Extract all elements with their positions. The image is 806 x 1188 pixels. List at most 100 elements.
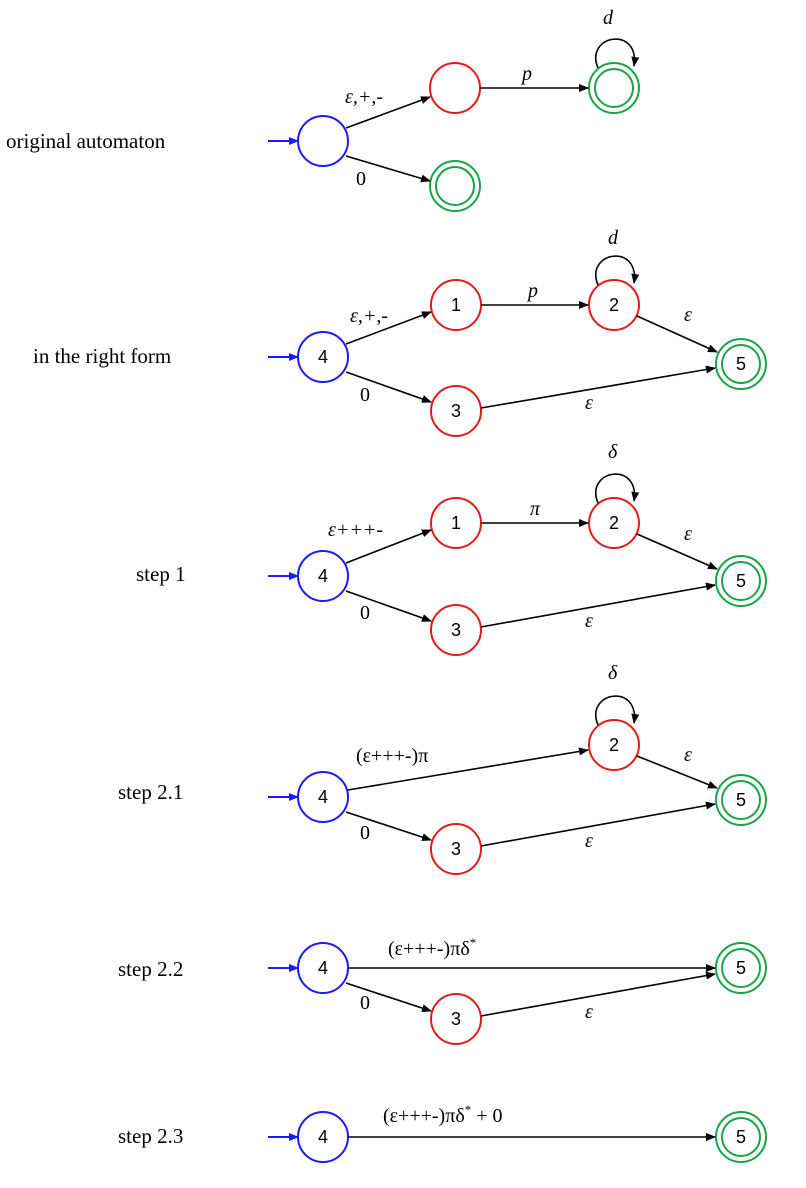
state-5-label: 5 (736, 1127, 746, 1147)
middle-state (429, 62, 481, 114)
edge-2-5 (636, 755, 718, 789)
state-5-outer (715, 555, 767, 607)
accept-state-inner (594, 68, 634, 108)
edge-start-to-middle (345, 96, 431, 129)
state-4 (297, 771, 349, 823)
accept-state-zero-outer (429, 160, 481, 212)
edge-4-3 (345, 590, 432, 622)
self-loop-2 (595, 695, 640, 726)
state-3 (430, 993, 482, 1045)
state-4-label: 4 (318, 787, 328, 807)
edge-4-1 (345, 311, 432, 345)
edge-label-1-2: π (530, 498, 541, 520)
state-5-outer (715, 338, 767, 390)
edge-3-5 (480, 801, 716, 847)
edge-4-3 (345, 982, 432, 1012)
state-4-label: 4 (318, 347, 328, 367)
state-4-label: 4 (318, 1127, 328, 1147)
state-3-label: 3 (451, 620, 461, 640)
state-4 (297, 550, 349, 602)
state-3-label: 3 (451, 401, 461, 421)
edge-label-start-to-middle: ε,+,- (345, 86, 383, 108)
state-5-outer (715, 774, 767, 826)
state-3 (430, 823, 482, 875)
row-step-2-2: step 2.2 4 3 5 (ε+++-)πδ* 0 ε (118, 935, 767, 1045)
state-2-label: 2 (609, 735, 619, 755)
edge-start-to-zero (345, 155, 431, 183)
accept-state-zero-inner (435, 166, 475, 206)
edge-label-1-2: p (526, 280, 538, 302)
state-5-outer (715, 942, 767, 994)
row-label: step 2.1 (118, 780, 183, 804)
edge-label-2-5: ε (684, 744, 692, 766)
state-5-label: 5 (736, 958, 746, 978)
state-4-label: 4 (318, 958, 328, 978)
edge-label-4-5: (ε+++-)πδ* (388, 935, 476, 960)
edge-label-4-3: 0 (360, 992, 370, 1014)
state-5-label: 5 (736, 354, 746, 374)
state-5-inner (721, 948, 761, 988)
state-5-outer (715, 1111, 767, 1163)
edge-3-5 (480, 582, 716, 628)
state-5-label: 5 (736, 790, 746, 810)
edge-label-loop-2: δ (608, 662, 618, 684)
edge-label-3-5: ε (585, 610, 593, 632)
self-loop (595, 38, 640, 69)
edge-4-3 (345, 811, 432, 841)
edge-2-5 (636, 533, 718, 570)
state-3-label: 3 (451, 1009, 461, 1029)
edge-label-p: p (520, 63, 532, 85)
row-label: in the right form (33, 344, 171, 368)
edge-4-1 (345, 529, 432, 564)
edge-4-3 (345, 371, 432, 403)
edge-label-4-3: 0 (360, 384, 370, 406)
state-2 (588, 497, 640, 549)
state-3 (430, 604, 482, 656)
self-loop-2 (595, 473, 640, 504)
edge-label-2-5: ε (684, 523, 692, 545)
edge-label-4-1: ε,+,- (350, 305, 388, 327)
state-2-label: 2 (609, 513, 619, 533)
edge-label-4-1: ε+++- (328, 519, 383, 541)
self-loop-2 (595, 255, 640, 286)
row-label: step 2.3 (118, 1124, 183, 1148)
edge-2-5 (636, 315, 718, 353)
row-step-1: step 1 4 1 2 3 5 ε+++- π δ ε 0 ε (136, 441, 767, 656)
state-3-label: 3 (451, 839, 461, 859)
edge-4-2 (347, 747, 589, 791)
state-5-inner (721, 1117, 761, 1157)
row-label: step 1 (136, 562, 186, 586)
edge-label-3-5: ε (585, 1001, 593, 1023)
edge-label-4-3: 0 (360, 822, 370, 844)
state-5-inner (721, 561, 761, 601)
edge-label-3-5: ε (585, 830, 593, 852)
edge-label-4-3: 0 (360, 602, 370, 624)
state-2 (588, 719, 640, 771)
state-1-label: 1 (451, 513, 461, 533)
row-right-form: in the right form 4 1 2 3 5 ε,+,- p d ε … (33, 227, 767, 437)
state-3 (430, 385, 482, 437)
state-2 (588, 279, 640, 331)
row-step-2-1: step 2.1 4 2 3 5 (ε+++-)π δ ε 0 ε (118, 662, 767, 875)
state-5-inner (721, 780, 761, 820)
edge-label-3-5: ε (585, 392, 593, 414)
row-step-2-3: step 2.3 4 5 (ε+++-)πδ* + 0 (118, 1102, 767, 1163)
row-label: step 2.2 (118, 957, 183, 981)
edge-label-4-5: (ε+++-)πδ* + 0 (383, 1102, 503, 1127)
state-2-label: 2 (609, 295, 619, 315)
state-1-label: 1 (451, 295, 461, 315)
edge-label-4-2: (ε+++-)π (356, 745, 428, 767)
edge-label-loop-2: δ (608, 441, 618, 463)
edge-3-5 (480, 365, 716, 409)
row-original-automaton: original automaton ε,+,- 0 p d (6, 7, 640, 212)
edge-3-5 (480, 971, 716, 1017)
edge-label-2-5: ε (684, 304, 692, 326)
accept-state-outer (588, 62, 640, 114)
state-4-label: 4 (318, 566, 328, 586)
edge-label-d: d (603, 7, 614, 29)
state-5-inner (721, 344, 761, 384)
state-5-label: 5 (736, 571, 746, 591)
row-label: original automaton (6, 129, 166, 153)
edge-label-zero: 0 (356, 168, 366, 190)
